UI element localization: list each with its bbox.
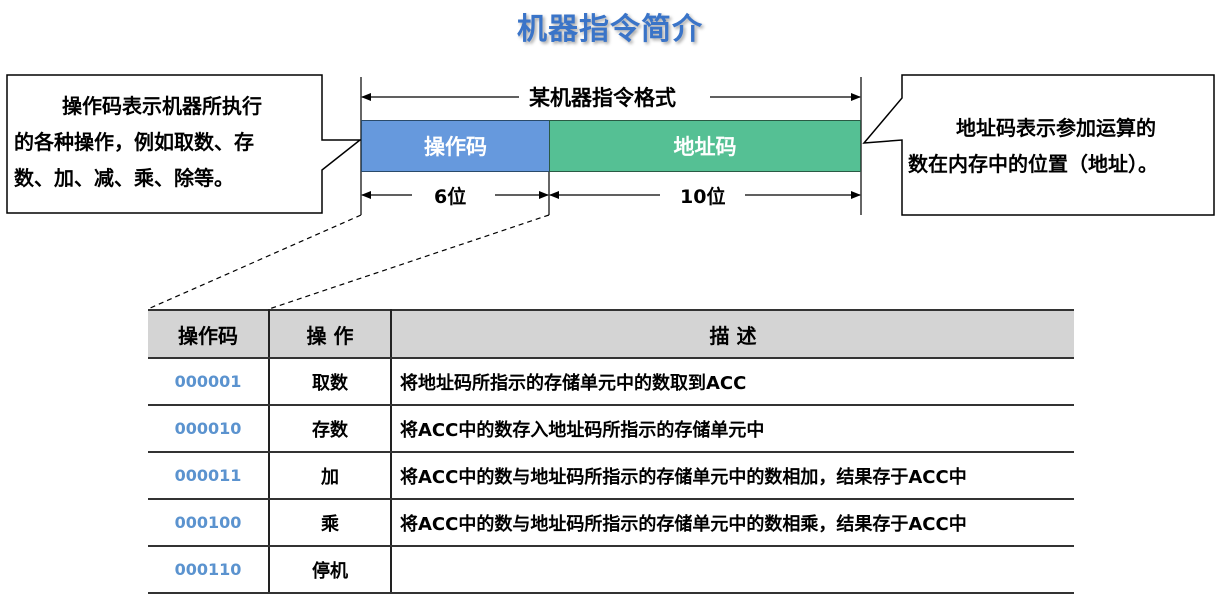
header-description: 描 述: [391, 309, 1074, 359]
cell-description: [391, 546, 1074, 594]
cell-operation: 存数: [269, 405, 392, 453]
cell-description: 将ACC中的数与地址码所指示的存储单元中的数相乘，结果存于ACC中: [391, 499, 1074, 547]
opcode-explanation-line1: 操作码表示机器所执行: [62, 94, 262, 118]
opcode-bits-label: 6位: [428, 182, 473, 209]
address-explanation-line1: 地址码表示参加运算的: [956, 116, 1156, 140]
cell-operation: 乘: [269, 499, 392, 547]
address-field-label: 地址码: [673, 135, 737, 159]
left-callout-box: [6, 74, 363, 214]
opcode-field-label: 操作码: [424, 135, 487, 159]
table-row: 000110 停机: [148, 546, 1074, 594]
address-explanation: 地址码表示参加运算的 数在内存中的位置（地址）。: [908, 110, 1218, 182]
right-callout-box: [862, 74, 1215, 216]
cell-description: 将地址码所指示的存储单元中的数取到ACC: [391, 358, 1074, 406]
cell-opcode: 000011: [148, 452, 270, 500]
opcode-table: 操作码 操 作 描 述 000001 取数 将地址码所指示的存储单元中的数取到A…: [148, 309, 1074, 594]
address-field: 地址码: [549, 120, 861, 172]
address-bits-label: 10位: [674, 182, 732, 209]
table-row: 000001 取数 将地址码所指示的存储单元中的数取到ACC: [148, 358, 1074, 406]
address-explanation-line2: 数在内存中的位置（地址）。: [908, 152, 1158, 176]
page-title: 机器指令简介: [517, 12, 703, 47]
instruction-format-label: 某机器指令格式: [519, 82, 686, 112]
table-header-row: 操作码 操 作 描 述: [148, 309, 1074, 359]
zoom-dashed-line-left: [147, 214, 362, 310]
cell-operation: 停机: [269, 546, 392, 594]
zoom-dashed-line-right: [268, 214, 550, 310]
cell-opcode: 000110: [148, 546, 270, 594]
opcode-field: 操作码: [361, 120, 550, 172]
cell-opcode: 000001: [148, 358, 270, 406]
cell-description: 将ACC中的数存入地址码所指示的存储单元中: [391, 405, 1074, 453]
cell-description: 将ACC中的数与地址码所指示的存储单元中的数相加，结果存于ACC中: [391, 452, 1074, 500]
opcode-explanation-line2: 的各种操作，例如取数、存: [14, 130, 254, 154]
cell-operation: 取数: [269, 358, 392, 406]
table-row: 000011 加 将ACC中的数与地址码所指示的存储单元中的数相加，结果存于AC…: [148, 452, 1074, 500]
header-operation: 操 作: [269, 309, 392, 359]
cell-opcode: 000010: [148, 405, 270, 453]
table-row: 000010 存数 将ACC中的数存入地址码所指示的存储单元中: [148, 405, 1074, 453]
cell-opcode: 000100: [148, 499, 270, 547]
header-opcode: 操作码: [148, 309, 270, 359]
table-row: 000100 乘 将ACC中的数与地址码所指示的存储单元中的数相乘，结果存于AC…: [148, 499, 1074, 547]
cell-operation: 加: [269, 452, 392, 500]
opcode-explanation: 操作码表示机器所执行 的各种操作，例如取数、存 数、加、减、乘、除等。: [14, 88, 310, 196]
opcode-explanation-line3: 数、加、减、乘、除等。: [14, 166, 234, 190]
